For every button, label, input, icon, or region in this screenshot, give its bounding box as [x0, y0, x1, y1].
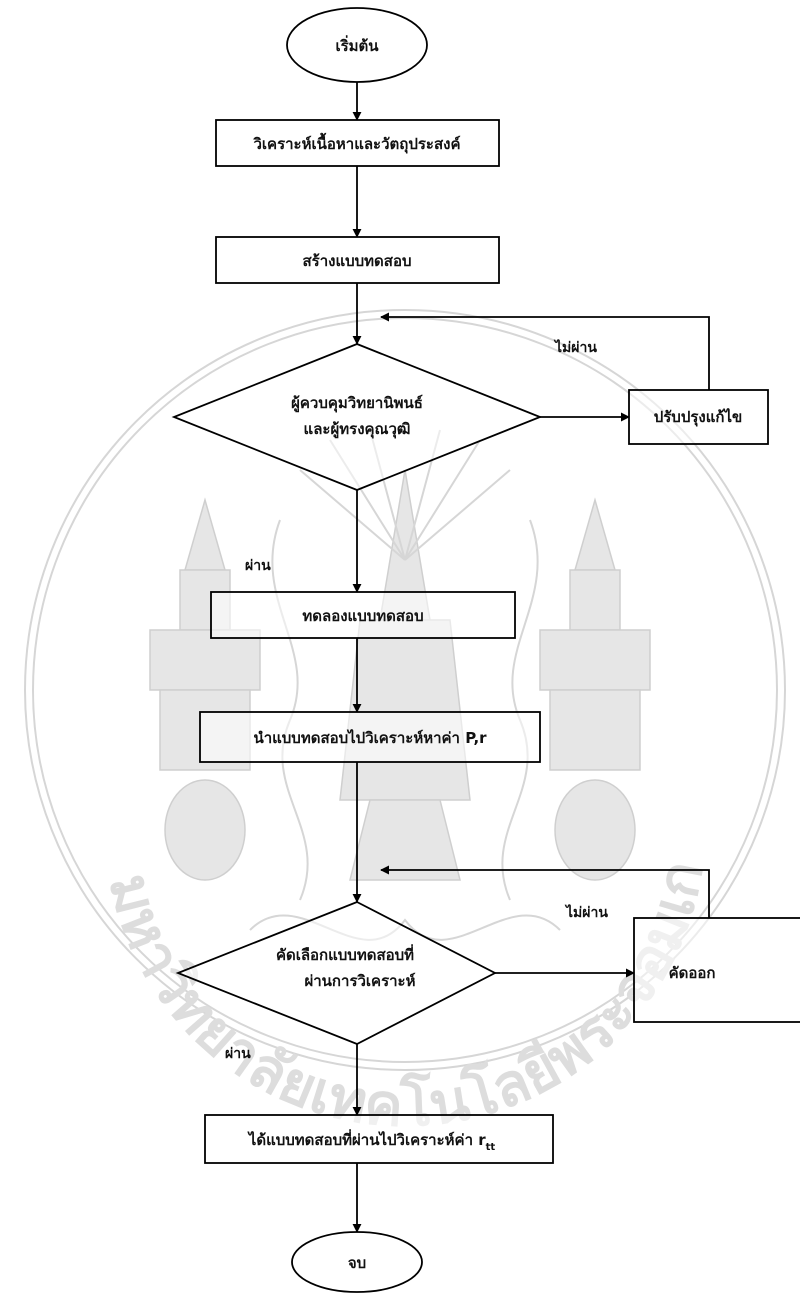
discard-box — [633, 917, 800, 1023]
pass-label-1: ผ่าน — [245, 558, 271, 574]
revise-label: ปรับปรุงแก้ไข — [654, 407, 743, 427]
create-test-label: สร้างแบบทดสอบ — [303, 252, 412, 270]
trial-test-box — [210, 591, 516, 639]
select-label-line1: คัดเลือกแบบทดสอบที่ — [276, 944, 414, 964]
fail-label-2: ไม่ผ่าน — [564, 903, 608, 921]
end-terminal — [291, 1231, 423, 1293]
analyze-pr-box — [199, 711, 541, 763]
analyze-content-box — [215, 119, 500, 167]
create-test-box — [215, 236, 500, 284]
pass-label-2: ผ่าน — [225, 1046, 251, 1062]
fail-label-1: ไม่ผ่าน — [553, 338, 597, 356]
result-label-main: ได้แบบทดสอบที่ผ่านไปวิเคราะห์ค่า r — [247, 1129, 486, 1149]
review-label-line1: ผู้ควบคุมวิทยานิพนธ์ — [291, 394, 423, 413]
analyze-pr-label: นำแบบทดสอบไปวิเคราะห์หาค่า P,r — [253, 728, 487, 747]
trial-test-label: ทดลองแบบทดสอบ — [302, 607, 423, 625]
review-decision — [171, 343, 543, 491]
analyze-content-label: วิเคราะห์เนื้อหาและวัตถุประสงค์ — [253, 132, 461, 154]
review-label-line2: และผู้ทรงคุณวุฒิ — [304, 420, 411, 439]
revise-box — [628, 389, 769, 445]
arrow-revise-loop-back — [380, 312, 710, 390]
end-label: จบ — [348, 1254, 366, 1272]
select-label-line2: ผ่านการวิเคราะห์ — [304, 972, 415, 990]
result-label: ได้แบบทดสอบที่ผ่านไปวิเคราะห์ค่า rtt — [247, 1129, 496, 1153]
discard-label: คัดออก — [669, 964, 716, 982]
result-box — [204, 1114, 554, 1164]
result-label-subscript: tt — [486, 1142, 496, 1153]
start-label: เริ่มต้น — [335, 35, 379, 55]
arrow-discard-loop-back — [380, 865, 710, 918]
